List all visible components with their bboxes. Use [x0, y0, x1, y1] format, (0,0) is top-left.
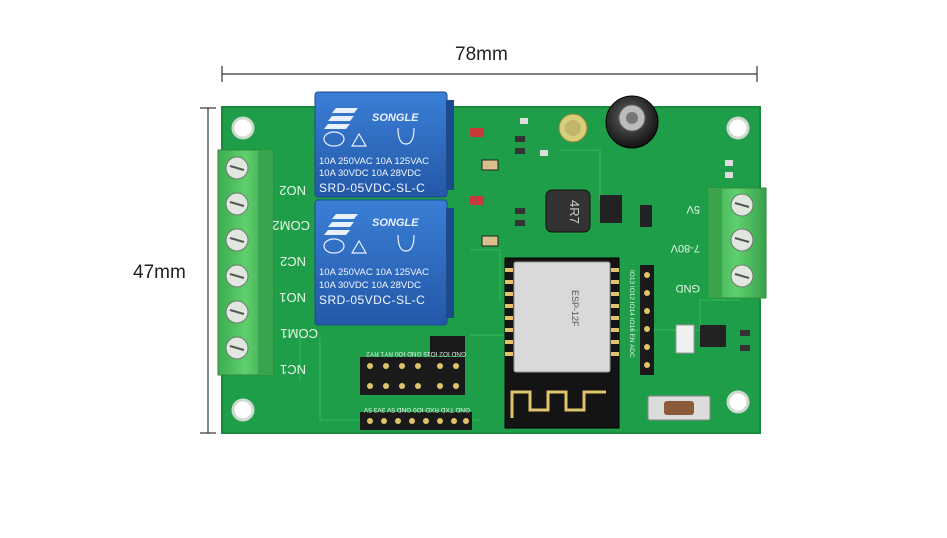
- relay-bottom: SONGLE 10A 250VAC 10A 125VAC 10A 30VDC 1…: [314, 199, 454, 326]
- gpio-header-top-row: [430, 336, 465, 356]
- height-dimension-label: 47mm: [133, 262, 186, 283]
- gpio-header-side: [640, 265, 654, 375]
- esp-module-label: ESP-12F: [570, 290, 580, 327]
- pcb-antenna: [510, 390, 606, 418]
- relay-top: SONGLE 10A 250VAC 10A 125VAC 10A 30VDC 1…: [314, 91, 454, 198]
- relay-top-rating-2: 10A 30VDC 10A 28VDC: [319, 168, 421, 179]
- terminal-label-no2: NO2: [279, 183, 306, 198]
- header-top-labels: GND IO2 IO15 GND IO0 RY1 RY2: [366, 350, 466, 357]
- terminal-label-no1: NO1: [279, 290, 306, 305]
- small-capacitor: [558, 113, 588, 143]
- relay-bottom-model: SRD-05VDC-SL-C: [319, 293, 425, 307]
- right-terminal-screws: [730, 193, 754, 288]
- gpio-header-bottom: [360, 412, 472, 430]
- left-terminal-screws: [225, 156, 249, 360]
- gpio-header-top: [360, 357, 465, 395]
- electrolytic-capacitor: [605, 95, 659, 149]
- terminal-label-com2: COM2: [272, 218, 310, 233]
- relay-top-rating-1: 10A 250VAC 10A 125VAC: [319, 156, 429, 167]
- terminal-label-nc2: NC2: [280, 254, 306, 269]
- relay-bottom-brand: SONGLE: [372, 217, 419, 229]
- inductor: 4R7: [545, 189, 591, 233]
- terminal-label-gnd: GND: [676, 282, 701, 294]
- terminal-label-nc1: NC1: [280, 362, 306, 377]
- terminal-label-7-80v: 7-80V: [670, 242, 700, 254]
- header-bottom-labels: GND TXD RXD IO0 GND 5V 3V3 5V: [363, 406, 470, 413]
- terminal-label-5v: 5V: [686, 203, 700, 215]
- width-dimension-line: [221, 66, 758, 82]
- relay-bottom-cert-icons: [323, 234, 415, 254]
- pcb-board: [221, 106, 761, 434]
- relay-bottom-rating-2: 10A 30VDC 10A 28VDC: [319, 280, 421, 291]
- relay-bottom-rating-1: 10A 250VAC 10A 125VAC: [319, 267, 429, 278]
- relay-top-brand: SONGLE: [372, 112, 419, 124]
- reset-button: [647, 395, 711, 421]
- left-terminal-block: [217, 149, 274, 376]
- relay-top-model: SRD-05VDC-SL-C: [319, 181, 425, 195]
- inductor-label: 4R7: [567, 200, 582, 224]
- width-dimension-label: 78mm: [455, 44, 508, 65]
- mounting-holes: [231, 116, 750, 422]
- height-dimension-line: [200, 107, 216, 434]
- header-side-labels: IO13 IO12 IO14 IO16 EN ADC: [628, 270, 635, 358]
- esp12f-module: ESP-12F: [504, 257, 620, 429]
- relay-top-cert-icons: [323, 127, 415, 147]
- terminal-label-com1: COM1: [280, 326, 318, 341]
